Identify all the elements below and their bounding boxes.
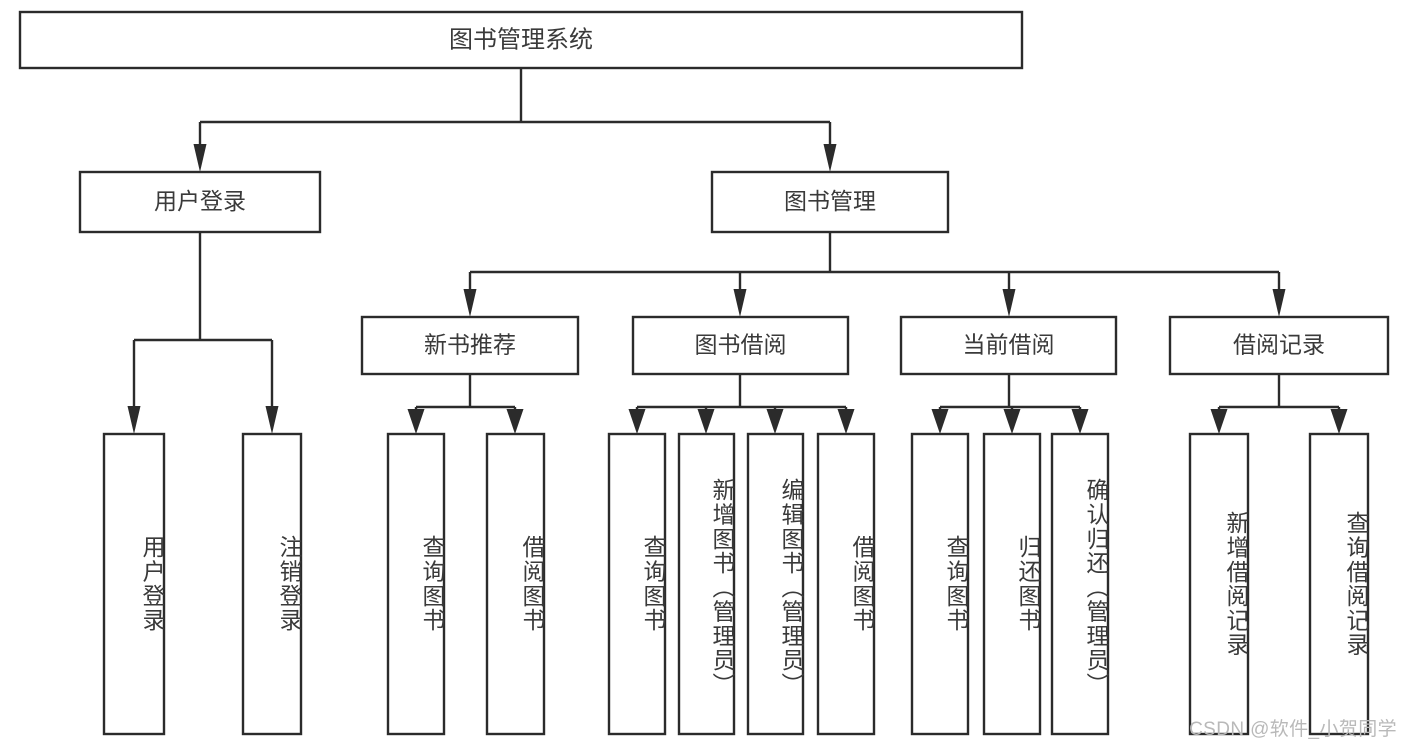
node-label-new-book-rec: 新书推荐: [424, 332, 516, 358]
node-label-book-manage: 图书管理: [784, 188, 876, 214]
manage-arrow-0: [463, 289, 477, 317]
node-box-current-borrow[interactable]: [899, 315, 1118, 376]
node-label-current-borrow: 当前借阅: [963, 332, 1055, 358]
user-login-group-arrow-1: [265, 406, 279, 434]
node-box-leaf-confirm-return[interactable]: [1050, 432, 1110, 736]
new-book-group-arrow-0: [407, 409, 425, 434]
node-box-new-book-rec[interactable]: [360, 315, 580, 376]
node-box-user-login[interactable]: [78, 170, 322, 234]
node-box-leaf-query-book-rec[interactable]: [386, 432, 446, 736]
current-borrow-group-arrow-0: [931, 409, 949, 434]
node-box-leaf-query-book-borrow[interactable]: [607, 432, 667, 736]
node-box-layer: [18, 10, 1390, 736]
node-box-leaf-query-record[interactable]: [1308, 432, 1370, 736]
current-borrow-group-arrow-1: [1003, 409, 1021, 434]
node-box-borrow-record[interactable]: [1168, 315, 1390, 376]
node-box-leaf-logout[interactable]: [241, 432, 303, 736]
node-box-leaf-query-book-cur[interactable]: [910, 432, 970, 736]
node-box-root[interactable]: [18, 10, 1024, 70]
current-borrow-group-arrow-2: [1071, 409, 1089, 434]
connector-layer: [127, 68, 1348, 434]
node-box-leaf-borrow-book-rec[interactable]: [485, 432, 546, 736]
root-arrow-0: [193, 144, 207, 172]
node-box-leaf-borrow-book[interactable]: [816, 432, 876, 736]
node-box-leaf-edit-book[interactable]: [746, 432, 805, 736]
manage-arrow-2: [1002, 289, 1016, 317]
book-borrow-group-arrow-2: [766, 409, 784, 434]
borrow-record-group-arrow-1: [1330, 409, 1348, 434]
root-arrow-1: [823, 144, 837, 172]
node-label-root: 图书管理系统: [449, 26, 593, 53]
node-box-leaf-add-book[interactable]: [677, 432, 736, 736]
node-label-user-login: 用户登录: [154, 188, 246, 214]
node-box-leaf-user-login[interactable]: [102, 432, 166, 736]
new-book-group-arrow-1: [506, 409, 524, 434]
manage-arrow-1: [733, 289, 747, 317]
book-borrow-group-arrow-1: [697, 409, 715, 434]
manage-arrow-3: [1272, 289, 1286, 317]
book-borrow-group-arrow-0: [628, 409, 646, 434]
node-box-book-borrow[interactable]: [631, 315, 850, 376]
book-borrow-group-arrow-3: [837, 409, 855, 434]
node-box-leaf-add-record[interactable]: [1188, 432, 1250, 736]
node-box-leaf-return-book[interactable]: [982, 432, 1042, 736]
node-box-book-manage[interactable]: [710, 170, 950, 234]
borrow-record-group-arrow-0: [1210, 409, 1228, 434]
node-label-borrow-record: 借阅记录: [1233, 332, 1325, 358]
node-label-book-borrow: 图书借阅: [695, 332, 787, 358]
user-login-group-arrow-0: [127, 406, 141, 434]
